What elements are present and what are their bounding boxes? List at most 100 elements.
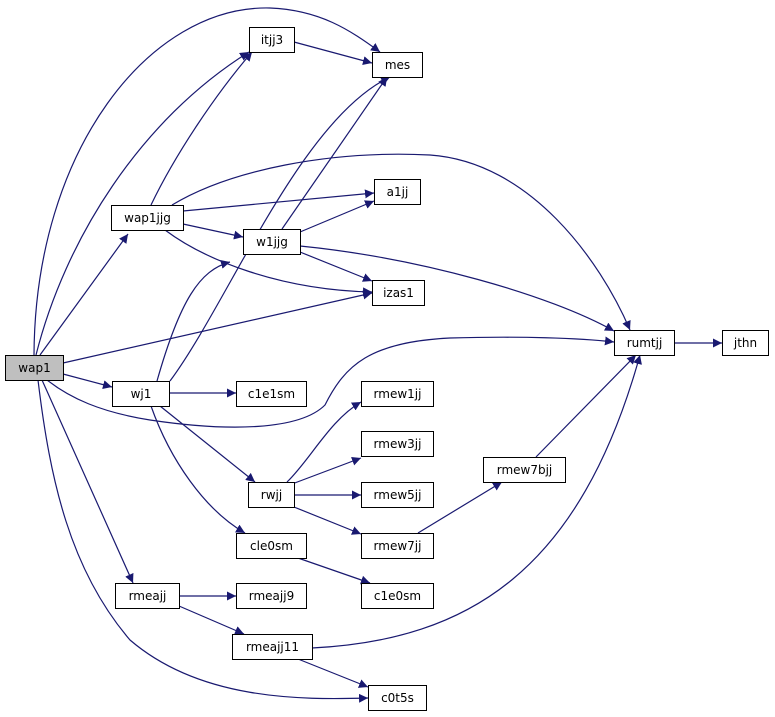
node-rmew7jj[interactable]: rmew7jj xyxy=(361,533,434,559)
node-rmew3jj[interactable]: rmew3jj xyxy=(361,431,434,457)
node-box xyxy=(361,482,434,508)
node-label: wap1 xyxy=(18,361,50,375)
node-box xyxy=(483,457,566,483)
node-rmeajj11[interactable]: rmeajj11 xyxy=(232,634,313,660)
node-jthn[interactable]: jthn xyxy=(722,330,769,356)
edge-wap1jjg-to-w1jjg xyxy=(182,223,244,240)
edge-wap1jjg-to-izas1 xyxy=(164,229,373,297)
node-label: rmeajj xyxy=(129,589,167,603)
node-rmeajj9[interactable]: rmeajj9 xyxy=(236,583,307,609)
node-cle0sm[interactable]: cle0sm xyxy=(236,533,307,559)
edge-wj1-to-mes xyxy=(169,76,391,382)
edge-wap1-to-mes xyxy=(33,7,381,356)
node-label: c0t5s xyxy=(381,691,414,705)
edge-wj1-to-w1jjg xyxy=(156,259,231,382)
node-box xyxy=(111,205,184,231)
node-box xyxy=(236,533,307,559)
node-label: rmeajj9 xyxy=(249,589,294,603)
node-box xyxy=(372,52,423,78)
edge-wap1-to-c0t5s xyxy=(37,379,369,703)
node-box xyxy=(372,280,425,306)
node-box xyxy=(361,583,434,609)
node-box xyxy=(248,482,295,508)
node-label: rmew7bjj xyxy=(497,463,553,477)
edge-rmeajj-to-rmeajj11 xyxy=(178,605,245,635)
node-label: c1e1sm xyxy=(248,387,295,401)
node-c0t5s[interactable]: c0t5s xyxy=(368,685,427,711)
edge-w1jjg-to-mes xyxy=(281,76,388,230)
node-label: a1jj xyxy=(387,185,409,199)
edge-wj1-to-cle0sm xyxy=(150,405,246,534)
node-box xyxy=(368,685,427,711)
edge-rmeajj11-to-rumtjj xyxy=(311,354,642,649)
node-label: cle0sm xyxy=(250,539,293,553)
node-box xyxy=(236,381,307,407)
edge-cle0sm-to-c1e0sm xyxy=(297,557,371,585)
node-box xyxy=(361,381,434,407)
edge-wj1-to-rwjj xyxy=(159,405,256,483)
node-wap1jjg[interactable]: wap1jjg xyxy=(111,205,184,231)
node-wap1[interactable]: wap1 xyxy=(5,355,64,381)
node-label: rmew1jj xyxy=(374,387,422,401)
edge-wap1-to-rumtjj xyxy=(46,336,615,428)
node-box xyxy=(249,27,295,53)
edge-wap1jjg-to-rumtjj xyxy=(171,153,631,331)
node-label: rmew7jj xyxy=(374,539,422,553)
node-label: rumtjj xyxy=(627,336,663,350)
node-box xyxy=(115,583,180,609)
edge-wap1-to-wj1 xyxy=(62,373,113,390)
node-c1e0sm[interactable]: c1e0sm xyxy=(361,583,434,609)
node-izas1[interactable]: izas1 xyxy=(372,280,425,306)
edge-rwjj-to-rmew7jj xyxy=(293,506,362,535)
edge-rmew7bjj-to-rumtjj xyxy=(535,354,637,458)
node-c1e1sm[interactable]: c1e1sm xyxy=(236,381,307,407)
edge-rmew7jj-to-rmew7bjj xyxy=(417,481,503,534)
edge-wap1-to-itjj3 xyxy=(35,51,250,356)
node-rmeajj[interactable]: rmeajj xyxy=(115,583,180,609)
edge-wap1-to-wap1jjg xyxy=(39,233,129,356)
edge-itjj3-to-mes xyxy=(293,41,373,66)
node-label: itjj3 xyxy=(261,33,283,47)
node-label: rmeajj11 xyxy=(246,640,299,654)
node-box xyxy=(232,634,313,660)
node-wj1[interactable]: wj1 xyxy=(112,381,170,407)
node-box xyxy=(614,330,675,356)
node-label: wap1jjg xyxy=(124,211,171,225)
node-box xyxy=(112,381,170,407)
edge-w1jjg-to-a1jj xyxy=(299,200,375,233)
edge-rmeajj11-to-c0t5s xyxy=(297,658,369,688)
edge-w1jjg-to-izas1 xyxy=(299,251,373,282)
node-label: w1jjg xyxy=(256,235,288,249)
edge-wap1-to-izas1 xyxy=(62,290,373,364)
edge-wap1jjg-to-itjj3 xyxy=(150,51,253,206)
node-box xyxy=(236,583,307,609)
node-rmew7bjj[interactable]: rmew7bjj xyxy=(483,457,566,483)
edge-rwjj-to-rmew3jj xyxy=(291,456,362,485)
node-a1jj[interactable]: a1jj xyxy=(374,179,421,205)
node-rumtjj[interactable]: rumtjj xyxy=(614,330,675,356)
node-label: c1e0sm xyxy=(374,589,421,603)
node-box xyxy=(361,431,434,457)
node-box xyxy=(722,330,769,356)
nodes-layer: wap1 wap1jjg itjj3 mes a1jj w1jjg izas1 rumtjj j… xyxy=(5,27,769,711)
node-label: rmew5jj xyxy=(374,488,422,502)
edge-wap1jjg-to-a1jj xyxy=(182,189,375,212)
node-rmew5jj[interactable]: rmew5jj xyxy=(361,482,434,508)
edge-rwjj-to-rmew1jj xyxy=(286,401,362,483)
node-label: rmew3jj xyxy=(374,437,422,451)
edge-wap1-to-rmeajj xyxy=(41,379,134,584)
node-mes[interactable]: mes xyxy=(372,52,423,78)
node-label: rwjj xyxy=(261,488,282,502)
node-box xyxy=(361,533,434,559)
node-label: jthn xyxy=(733,336,757,350)
node-itjj3[interactable]: itjj3 xyxy=(249,27,295,53)
node-label: izas1 xyxy=(383,286,414,300)
node-box xyxy=(243,229,301,255)
node-box xyxy=(374,179,421,205)
node-box xyxy=(5,355,64,381)
node-rwjj[interactable]: rwjj xyxy=(248,482,295,508)
node-label: wj1 xyxy=(131,387,152,401)
node-rmew1jj[interactable]: rmew1jj xyxy=(361,381,434,407)
node-w1jjg[interactable]: w1jjg xyxy=(243,229,301,255)
